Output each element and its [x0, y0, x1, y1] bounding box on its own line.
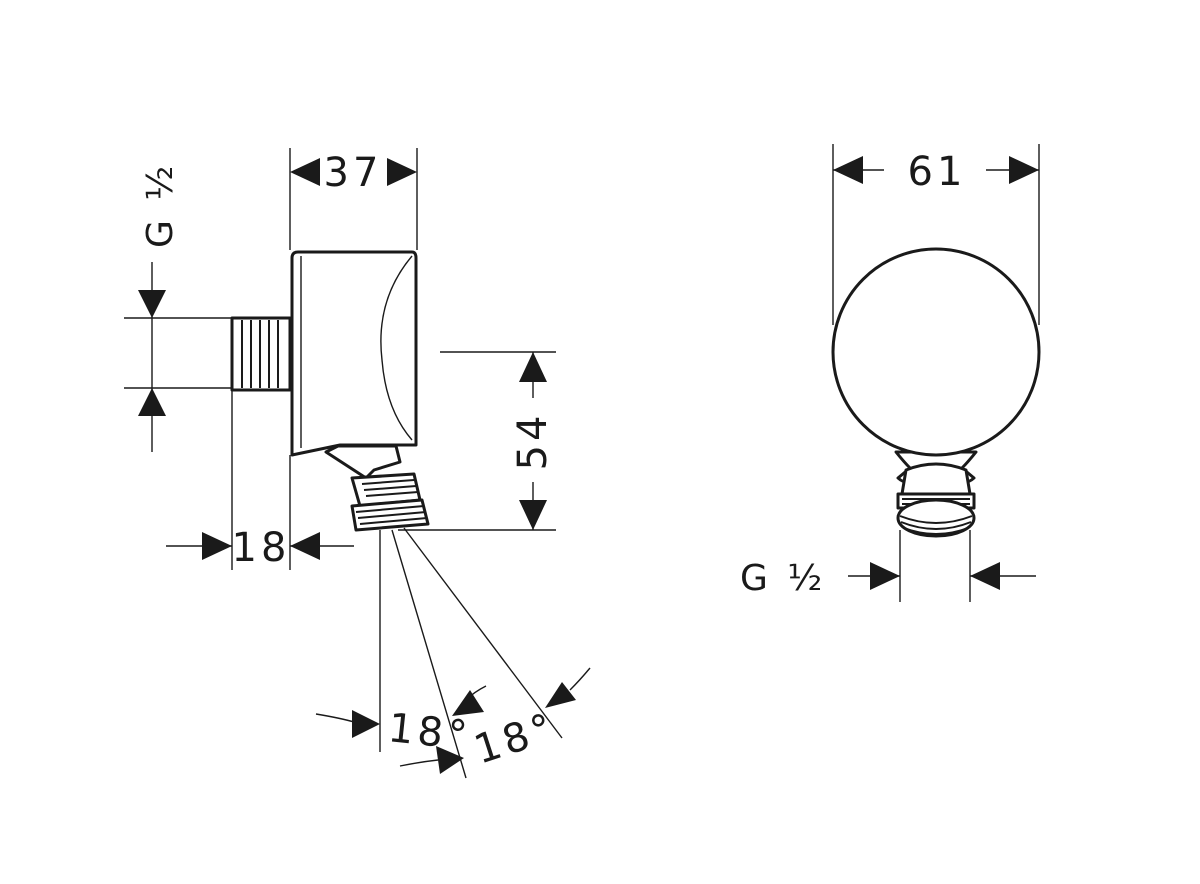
dimension-width-label: 61	[908, 149, 967, 195]
dimension-depth: 37	[289, 148, 418, 250]
dimension-height-label: 54	[510, 412, 556, 471]
round-rosette	[831, 247, 1041, 457]
dimension-swivel-right-label: 18°	[469, 704, 562, 773]
dimension-wall-offset-label: 18	[232, 525, 291, 571]
dimension-height: 54	[398, 351, 556, 531]
dimension-thread-side: G ½	[124, 162, 232, 452]
dimension-depth-label: 37	[324, 150, 383, 196]
dimension-width: 61	[832, 144, 1040, 325]
dimension-swivel-left: 18°	[315, 685, 487, 760]
front-view: 61 G ½	[740, 144, 1041, 602]
dimension-swivel-left-label: 18°	[386, 705, 473, 759]
front-hose-connector	[894, 450, 978, 538]
swivel-angle-lines	[379, 527, 563, 779]
dimension-thread-front-label: G ½	[740, 558, 826, 599]
dimension-thread-side-label: G ½	[140, 162, 181, 248]
wall-outlet-body	[290, 250, 418, 457]
side-view: 37 G ½ 54 18	[124, 148, 591, 779]
threaded-inlet	[230, 316, 292, 392]
hose-connector	[324, 444, 430, 532]
dimension-thread-front: G ½	[740, 530, 1036, 602]
dimension-wall-offset: 18	[166, 390, 354, 571]
